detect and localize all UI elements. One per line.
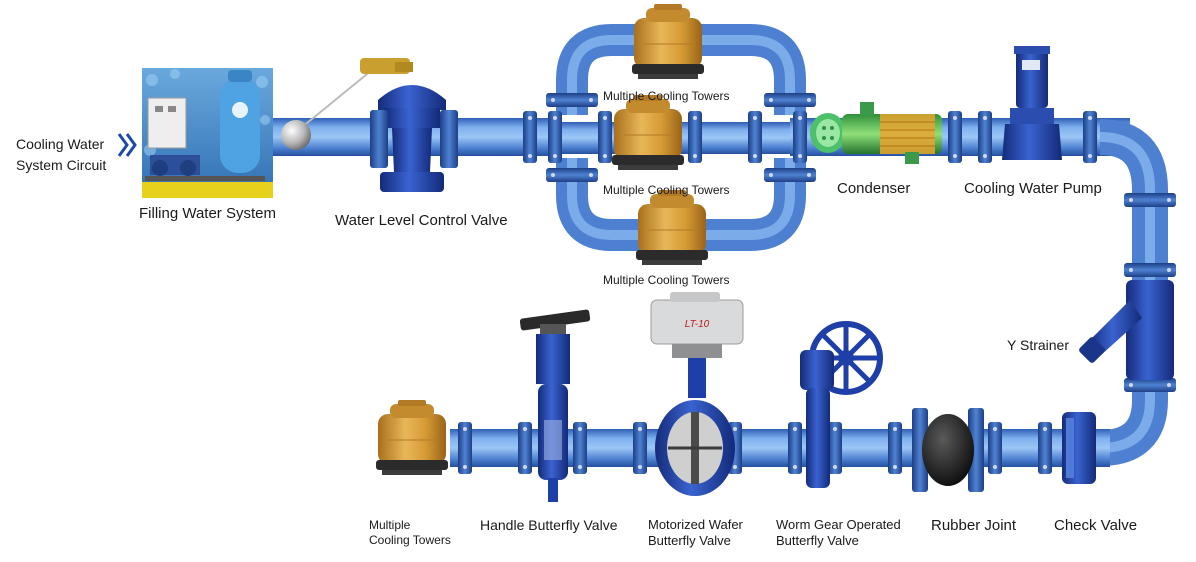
water-level-control-valve <box>281 58 458 192</box>
label-handle-butterfly-valve: Handle Butterfly Valve <box>480 517 618 533</box>
filling-water-system <box>142 68 273 198</box>
label-worm-gear-line1: Worm Gear Operated <box>776 517 901 532</box>
circuit-label: Cooling Water System Circuit <box>16 134 106 176</box>
cooling-tower-bottom <box>635 189 709 266</box>
label-y-strainer: Y Strainer <box>1007 337 1069 353</box>
chevron-right-icon <box>117 133 137 157</box>
label-motorized-line1: Motorized Wafer <box>648 517 743 532</box>
circuit-label-line2: System Circuit <box>16 157 107 173</box>
label-cooling-water-pump: Cooling Water Pump <box>964 180 1102 197</box>
cooling-tower-middle <box>611 94 685 171</box>
label-rubber-joint: Rubber Joint <box>931 517 1017 534</box>
label-cooling-towers-top: Multiple Cooling Towers <box>603 89 730 103</box>
label-cooling-towers-bottom: Multiple Cooling Towers <box>603 273 730 287</box>
label-motorized-line2: Butterfly Valve <box>648 533 731 548</box>
label-filling-water-system: Filling Water System <box>139 205 276 222</box>
circuit-label-line1: Cooling Water <box>16 136 105 152</box>
cooling-tower-top <box>631 3 705 80</box>
label-motorized-wafer-butterfly-valve: Motorized Wafer Butterfly Valve <box>648 517 743 549</box>
cooling-tower-end <box>375 399 449 476</box>
check-valve <box>1062 412 1096 484</box>
label-end-towers-line1: Multiple <box>369 518 411 532</box>
actuator-label: LT-10 <box>685 319 710 330</box>
cooling-water-pump <box>1002 46 1062 160</box>
condenser <box>810 102 942 164</box>
rubber-joint <box>912 408 984 492</box>
label-check-valve: Check Valve <box>1054 517 1138 534</box>
label-condenser: Condenser <box>837 180 911 197</box>
worm-gear-butterfly-valve <box>800 321 883 488</box>
label-water-level-control-valve: Water Level Control Valve <box>335 212 508 229</box>
y-strainer <box>1079 280 1174 380</box>
label-worm-gear-line2: Butterfly Valve <box>776 533 859 548</box>
label-cooling-towers-middle: Multiple Cooling Towers <box>603 183 730 197</box>
label-worm-gear-butterfly-valve: Worm Gear Operated Butterfly Valve <box>776 517 901 549</box>
motorized-wafer-butterfly-valve: LT-10 <box>650 292 744 496</box>
handle-butterfly-valve <box>519 309 591 502</box>
label-end-cooling-towers: Multiple Cooling Towers <box>369 518 451 548</box>
label-end-towers-line2: Cooling Towers <box>369 533 451 547</box>
